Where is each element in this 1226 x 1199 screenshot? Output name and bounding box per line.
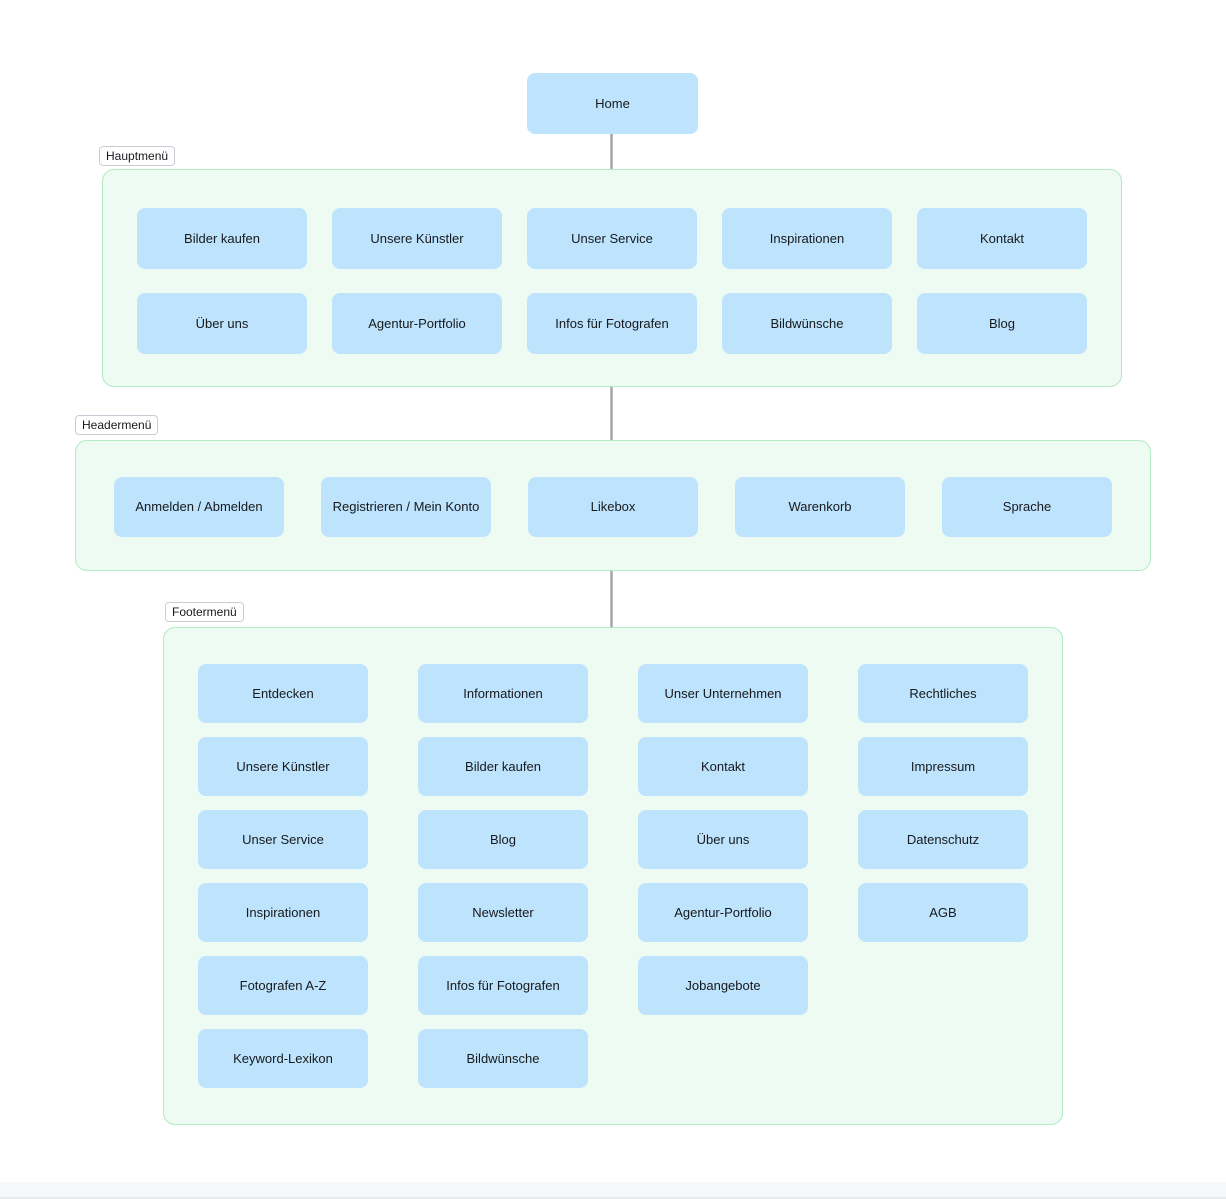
node-home[interactable]: Home xyxy=(527,73,698,134)
hauptmenu-node-bildwuensche[interactable]: Bildwünsche xyxy=(722,293,892,354)
footermenu-badge: Footermenü xyxy=(165,602,244,622)
footer-node-bildwuensche[interactable]: Bildwünsche xyxy=(418,1029,588,1088)
footer-node-entdecken[interactable]: Entdecken xyxy=(198,664,368,723)
bottom-strip xyxy=(0,1182,1226,1199)
hauptmenu-node-agentur-portfolio[interactable]: Agentur-Portfolio xyxy=(332,293,502,354)
headermenu-node-warenkorb[interactable]: Warenkorb xyxy=(735,477,905,537)
hauptmenu-section xyxy=(102,169,1122,387)
footer-node-unser-service[interactable]: Unser Service xyxy=(198,810,368,869)
footer-node-inspirationen[interactable]: Inspirationen xyxy=(198,883,368,942)
footer-node-agentur-portfolio[interactable]: Agentur-Portfolio xyxy=(638,883,808,942)
footer-node-rechtliches[interactable]: Rechtliches xyxy=(858,664,1028,723)
footer-node-agb[interactable]: AGB xyxy=(858,883,1028,942)
footer-node-kontakt[interactable]: Kontakt xyxy=(638,737,808,796)
hauptmenu-node-bilder-kaufen[interactable]: Bilder kaufen xyxy=(137,208,307,269)
footer-node-datenschutz[interactable]: Datenschutz xyxy=(858,810,1028,869)
footer-node-fotografen-a-z[interactable]: Fotografen A-Z xyxy=(198,956,368,1015)
headermenu-node-likebox[interactable]: Likebox xyxy=(528,477,698,537)
footer-node-informationen[interactable]: Informationen xyxy=(418,664,588,723)
hauptmenu-node-unser-service[interactable]: Unser Service xyxy=(527,208,697,269)
hauptmenu-badge: Hauptmenü xyxy=(99,146,176,166)
hauptmenu-node-infos-fuer-fotografen[interactable]: Infos für Fotografen xyxy=(527,293,697,354)
hauptmenu-node-unsere-kuenstler[interactable]: Unsere Künstler xyxy=(332,208,502,269)
footer-node-unsere-kuenstler[interactable]: Unsere Künstler xyxy=(198,737,368,796)
hauptmenu-node-blog[interactable]: Blog xyxy=(917,293,1087,354)
footer-node-impressum[interactable]: Impressum xyxy=(858,737,1028,796)
footer-node-newsletter[interactable]: Newsletter xyxy=(418,883,588,942)
headermenu-node-sprache[interactable]: Sprache xyxy=(942,477,1112,537)
headermenu-node-registrieren-mein-konto[interactable]: Registrieren / Mein Konto xyxy=(321,477,491,537)
footer-node-jobangebote[interactable]: Jobangebote xyxy=(638,956,808,1015)
footer-node-infos-fuer-fotografen[interactable]: Infos für Fotografen xyxy=(418,956,588,1015)
footer-node-bilder-kaufen[interactable]: Bilder kaufen xyxy=(418,737,588,796)
footer-node-blog[interactable]: Blog xyxy=(418,810,588,869)
headermenu-node-anmelden-abmelden[interactable]: Anmelden / Abmelden xyxy=(114,477,284,537)
footer-node-ueber-uns[interactable]: Über uns xyxy=(638,810,808,869)
hauptmenu-node-inspirationen[interactable]: Inspirationen xyxy=(722,208,892,269)
headermenu-badge: Headermenü xyxy=(75,415,159,435)
footer-node-keyword-lexikon[interactable]: Keyword-Lexikon xyxy=(198,1029,368,1088)
hauptmenu-node-kontakt[interactable]: Kontakt xyxy=(917,208,1087,269)
footer-node-unser-unternehmen[interactable]: Unser Unternehmen xyxy=(638,664,808,723)
hauptmenu-node-ueber-uns[interactable]: Über uns xyxy=(137,293,307,354)
